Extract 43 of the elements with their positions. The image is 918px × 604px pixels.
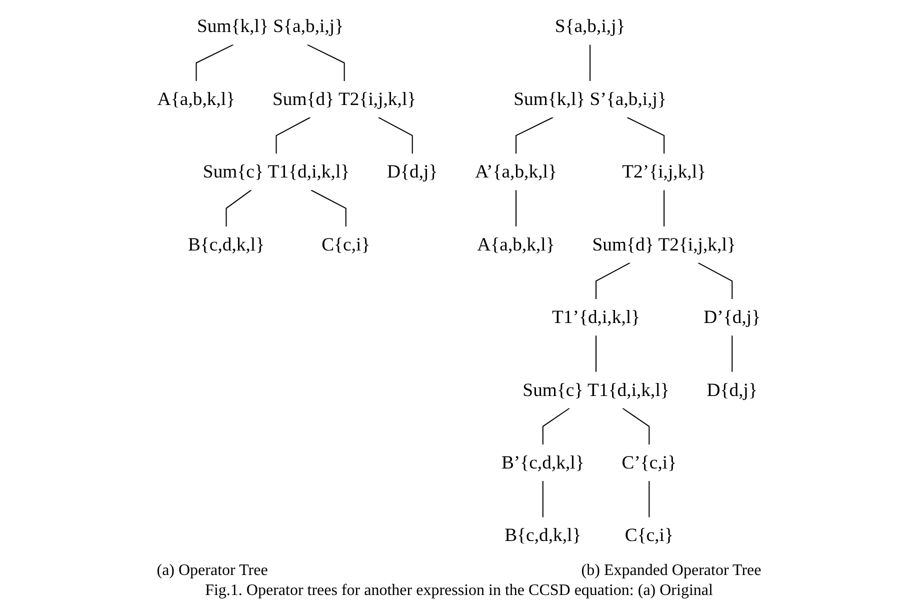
node-text: A{a,b,k,l}: [157, 88, 236, 110]
connector: [307, 44, 345, 82]
node-text: C{c,i}: [322, 234, 370, 255]
node-text: B{c,d,k,l}: [188, 234, 265, 255]
connector: [732, 336, 733, 372]
node-text: A{a,b,k,l}: [477, 234, 555, 255]
node-text: Sum{d} T2{i,j,k,l}: [592, 234, 736, 255]
subfigure-caption: (a) Operator Tree: [156, 562, 268, 580]
node-text: Sum{k,l} S{a,b,i,j}: [197, 16, 344, 36]
node-text: C’{c,i}: [622, 452, 677, 473]
node-text: B{c,d,k,l}: [504, 524, 582, 546]
connector: [648, 480, 650, 518]
node-text: D’{d,j}: [704, 306, 761, 328]
subfigure-caption: (b) Expanded Operator Tree: [581, 562, 762, 580]
node-text: C{c,i}: [624, 524, 674, 546]
connector: [542, 480, 544, 518]
node-text: Sum{c} T1{d,i,k,l}: [202, 161, 350, 182]
node-text: S{a,b,i,j}: [554, 16, 626, 36]
connector: [698, 262, 733, 300]
connector: [196, 44, 234, 82]
node-text: Sum{d} T2{i,j,k,l}: [272, 88, 416, 110]
node-text: B’{c,d,k,l}: [501, 452, 584, 473]
figure-caption: Fig.1. Operator trees for another expression in the CCSD equation: (a) Original: [204, 581, 714, 601]
connector: [226, 190, 252, 226]
connector: [622, 408, 650, 445]
node-text: A’{a,b,k,l}: [475, 161, 557, 182]
connector: [596, 262, 630, 300]
connector: [626, 116, 665, 154]
node-text: D{d,j}: [706, 379, 758, 400]
connector: [378, 116, 413, 154]
connector: [276, 116, 311, 154]
connector: [516, 190, 517, 226]
node-text: Sum{k,l} S’{a,b,i,j}: [514, 88, 666, 110]
connector: [590, 44, 591, 82]
node-text: D{d,j}: [387, 161, 438, 182]
node-text: T1’{d,i,k,l}: [552, 306, 640, 328]
connector: [542, 408, 570, 445]
node-text: Sum{c} T1{d,i,k,l}: [522, 379, 670, 400]
connector: [664, 190, 665, 226]
node-text: T2’{i,j,k,l}: [622, 161, 706, 182]
connector: [310, 190, 346, 226]
connector: [596, 336, 597, 372]
connector: [516, 116, 554, 154]
